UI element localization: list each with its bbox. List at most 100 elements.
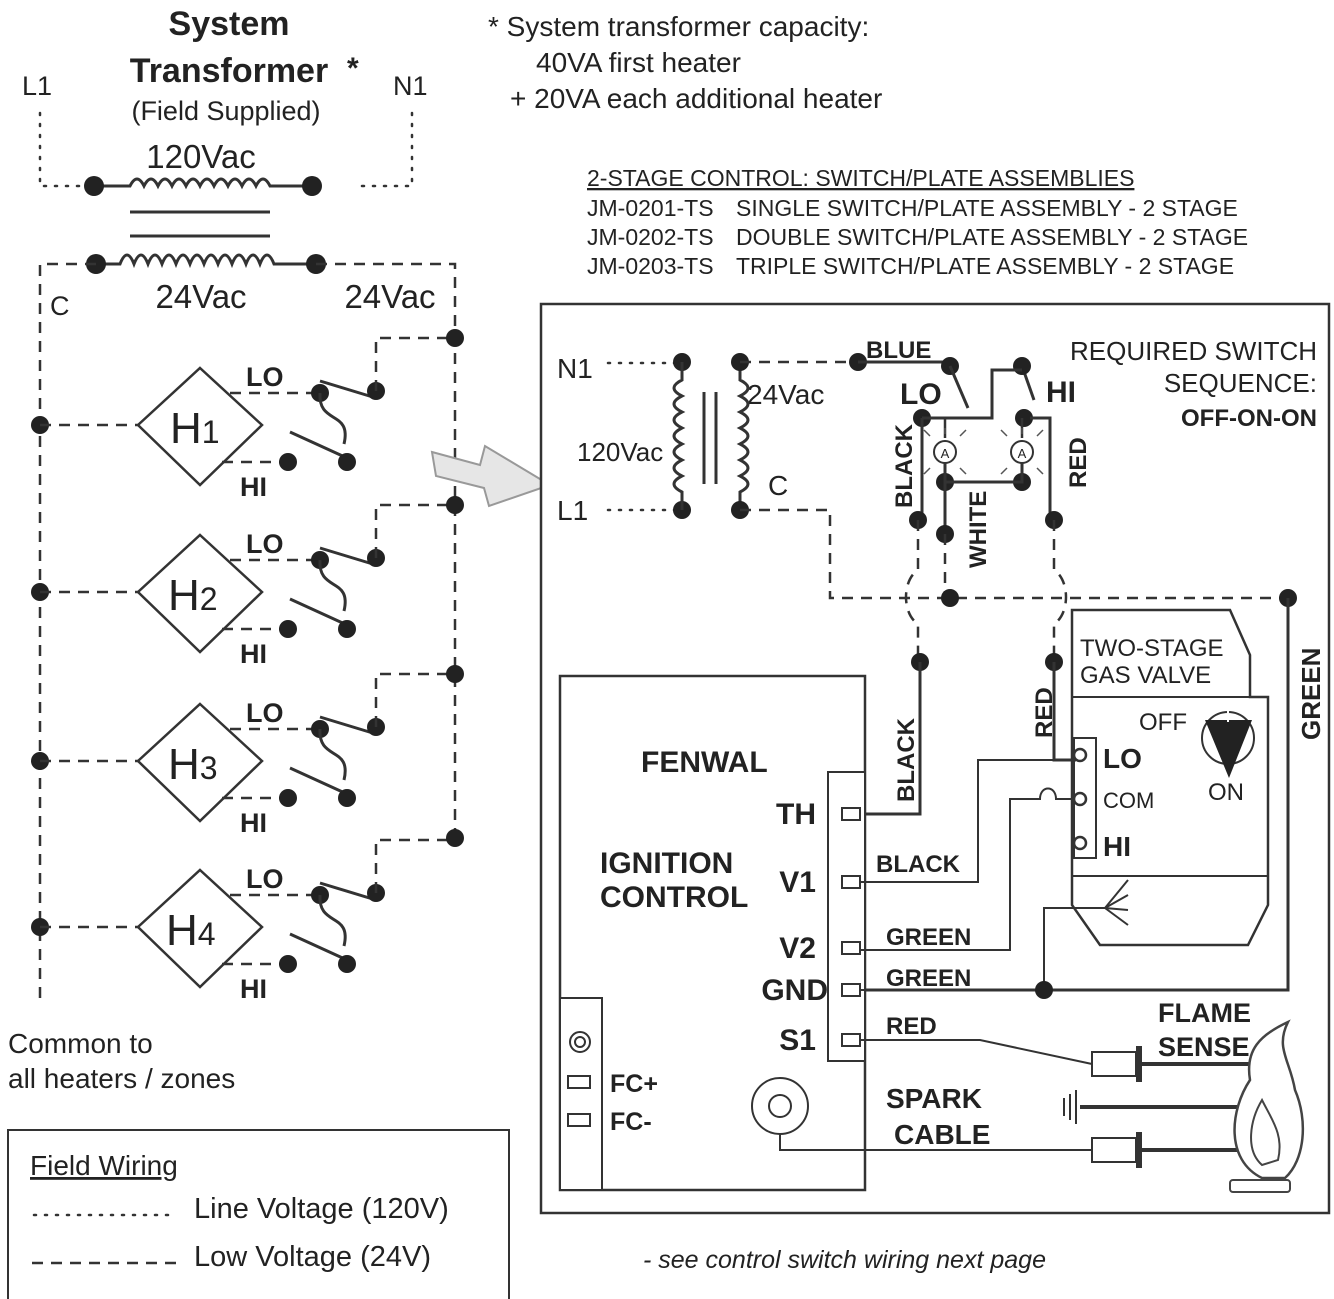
heater-hi-switch	[289, 430, 348, 460]
green-v2-wire	[860, 787, 1074, 951]
transformer-primary-label: 120Vac	[146, 138, 255, 175]
spark-cable-line1: SPARK	[886, 1083, 982, 1114]
lo-indicator-lamp: A	[923, 418, 967, 475]
ignition-line1: IGNITION	[600, 847, 733, 880]
transformer-secondary-label: 24Vac	[155, 278, 246, 315]
common-note-line1: Common to	[8, 1028, 153, 1059]
heater-lo-label: LO	[246, 529, 284, 559]
fc-minus-label: FC-	[610, 1108, 652, 1136]
flame-icon	[1229, 1019, 1305, 1193]
detail-hi-label: HI	[1046, 376, 1076, 409]
terminal-v1: V1	[779, 866, 816, 899]
switch-jumper-wire	[968, 368, 1022, 420]
assembly-desc-3: TRIPLE SWITCH/PLATE ASSEMBLY - 2 STAGE	[736, 253, 1234, 279]
detail-c-label: C	[768, 470, 788, 501]
transformer-c-label: C	[50, 291, 70, 321]
detail-black-v1-label: BLACK	[876, 851, 961, 878]
gas-valve-hi-terminal: HI	[1103, 831, 1131, 862]
heater-4: H4 LO HI	[31, 829, 464, 1004]
heater-number: 1	[202, 414, 220, 450]
ignition-control-box	[558, 674, 867, 1192]
detail-common-wire	[740, 508, 1288, 600]
heater-number: 2	[200, 581, 218, 617]
two-stage-gas-valve: TWO-STAGE GAS VALVE OFF ON LO COM HI	[1070, 608, 1270, 947]
heater-1: H1 LO HI	[31, 329, 464, 502]
detail-lo-label: LO	[900, 378, 942, 411]
legend-title: Field Wiring	[30, 1150, 178, 1181]
assembly-code-2: JM-0202-TS	[587, 224, 714, 250]
detail-primary-coil	[672, 362, 686, 510]
hi-lamp-letter: A	[1018, 446, 1027, 461]
detail-black-label: BLACK	[891, 423, 918, 508]
detail-lo-switch	[948, 365, 970, 409]
detail-panel: N1 L1 120Vac 24Vac C BLUE LO HI	[539, 302, 1331, 1215]
heater-label: H	[168, 740, 200, 789]
red-s1-wire	[860, 1039, 1093, 1065]
legend-box	[7, 1129, 510, 1299]
spark-cable-wire	[779, 1134, 1092, 1151]
fc-led-icon	[569, 1031, 591, 1053]
heater-label: H	[170, 404, 202, 453]
heater-diamond	[136, 366, 264, 487]
heater-link-wire	[318, 392, 347, 445]
heater-hi-switch	[289, 766, 348, 796]
assembly-desc-1: SINGLE SWITCH/PLATE ASSEMBLY - 2 STAGE	[736, 195, 1238, 221]
sequence-line2: SEQUENCE:	[1164, 368, 1317, 398]
terminal-v2: V2	[779, 932, 816, 965]
legend-low-voltage: Low Voltage (24V)	[194, 1241, 431, 1273]
detail-red-s1-label: RED	[886, 1013, 937, 1040]
transformer-l1-label: L1	[22, 71, 52, 101]
svg-text:H2: H2	[168, 571, 218, 620]
ignition-line2: CONTROL	[600, 881, 748, 914]
transformer-n1-label: N1	[393, 71, 428, 101]
heater-hi-label: HI	[240, 639, 267, 669]
detail-green-v2-label: GREEN	[886, 924, 971, 951]
legend-line-voltage: Line Voltage (120V)	[194, 1193, 449, 1225]
spark-cable-line2: CABLE	[894, 1119, 990, 1150]
gas-valve-com-terminal: COM	[1103, 788, 1154, 813]
transformer-title-line1: System	[169, 5, 290, 43]
red-switch-wire	[1030, 416, 1052, 518]
heater-lo-label: LO	[246, 864, 284, 894]
gas-valve-body	[1070, 608, 1270, 947]
spark-terminal-icon	[751, 1077, 809, 1135]
primary-terminal-right	[302, 176, 322, 196]
capacity-note-line3: + 20VA each additional heater	[510, 83, 882, 114]
terminal-th: TH	[776, 798, 816, 831]
heater-3: H3 LO HI	[31, 665, 464, 838]
sequence-line3: OFF-ON-ON	[1181, 405, 1317, 432]
gas-valve-line2: GAS VALVE	[1080, 662, 1211, 689]
assembly-code-1: JM-0201-TS	[587, 195, 714, 221]
system-transformer: System Transformer * (Field Supplied) 12…	[22, 5, 436, 321]
detail-120vac-label: 120Vac	[577, 437, 663, 467]
heater-feed-wire	[374, 503, 455, 558]
gas-valve-off-label: OFF	[1139, 709, 1187, 736]
heater-feed-wire	[374, 336, 455, 391]
svg-text:H4: H4	[166, 906, 216, 955]
heater-hi-switch	[289, 597, 348, 627]
heater-2: H2 LO HI	[31, 496, 464, 669]
hot-bus-wire	[316, 262, 457, 838]
heater-lo-switch	[319, 379, 377, 400]
common-note-line2: all heaters / zones	[8, 1063, 235, 1094]
heater-lo-switch	[319, 715, 377, 736]
assembly-desc-2: DOUBLE SWITCH/PLATE ASSEMBLY - 2 STAGE	[736, 224, 1248, 250]
n1-line-voltage-wire	[360, 111, 414, 188]
heater-feed-wire	[374, 672, 455, 727]
detail-secondary-coil	[736, 362, 750, 510]
heater-diamond	[136, 533, 264, 654]
heater-link-wire	[318, 894, 347, 947]
heater-lo-label: LO	[246, 362, 284, 392]
gas-valve-lo-terminal: LO	[1103, 743, 1142, 774]
detail-n1-label: N1	[557, 353, 593, 384]
detail-green-right-label: GREEN	[1296, 648, 1326, 740]
heater-number: 3	[200, 750, 218, 786]
detail-black-th-label: BLACK	[893, 717, 920, 802]
gas-valve-line1: TWO-STAGE	[1080, 635, 1224, 662]
detail-blue-label: BLUE	[866, 337, 931, 364]
heater-hi-label: HI	[240, 808, 267, 838]
gas-valve-on-label: ON	[1208, 779, 1244, 806]
terminal-gnd: GND	[761, 974, 828, 1007]
detail-l1-label: L1	[557, 495, 588, 526]
